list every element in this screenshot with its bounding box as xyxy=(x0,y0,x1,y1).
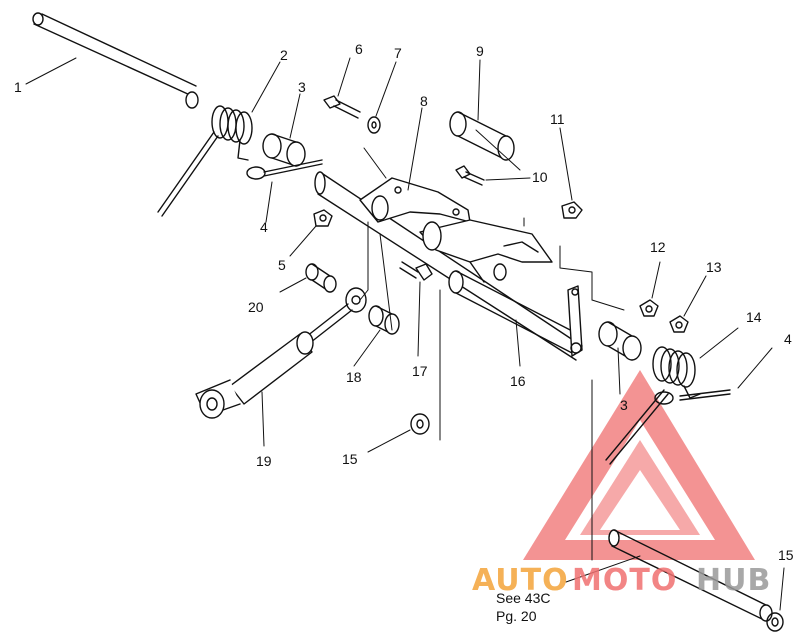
callout-9: 9 xyxy=(476,43,484,59)
pin-part-20 xyxy=(305,263,337,293)
callout-10: 10 xyxy=(532,169,548,185)
washer-part-7 xyxy=(367,116,381,134)
rod-part-1 xyxy=(32,12,199,109)
callout-leaders xyxy=(25,57,785,611)
callout-13: 13 xyxy=(706,259,722,275)
watermark-text: AUTO MOTO HUB xyxy=(472,563,771,598)
watermark-logo xyxy=(523,370,755,560)
callout-12: 12 xyxy=(650,239,666,255)
bushing-part-3-left xyxy=(262,133,306,167)
reference-note-line-1: See 43C xyxy=(496,590,550,606)
reference-note-line-2: Pg. 20 xyxy=(496,608,537,624)
watermark-hub: HUB xyxy=(696,563,771,598)
shock-absorber-part-19 xyxy=(195,287,367,419)
nut-part-13 xyxy=(669,315,689,333)
shaft-part-16 xyxy=(448,270,577,355)
bolt-part-17 xyxy=(399,261,433,281)
callout-17: 17 xyxy=(412,363,428,379)
watermark-moto: MOTO xyxy=(572,563,677,598)
callout-16: 16 xyxy=(510,373,526,389)
torsion-spring-part-14 xyxy=(605,346,701,465)
callout-1: 1 xyxy=(14,79,22,95)
screw-part-6 xyxy=(323,95,361,119)
bracket-part-8 xyxy=(359,177,471,223)
bushing-part-3-right xyxy=(598,321,642,361)
callout-11: 11 xyxy=(550,111,565,127)
callout-2: 2 xyxy=(280,47,288,63)
callout-14: 14 xyxy=(746,309,762,325)
screw-part-10 xyxy=(455,165,485,186)
callout-15b: 15 xyxy=(778,547,794,563)
callout-15a: 15 xyxy=(342,451,358,467)
nut-part-5 xyxy=(313,209,333,227)
logo-triangle-hole xyxy=(600,470,680,530)
callout-19: 19 xyxy=(256,453,272,469)
callout-5: 5 xyxy=(278,257,286,273)
link-arm xyxy=(567,285,583,357)
nut-part-11 xyxy=(561,201,583,219)
callout-4b: 4 xyxy=(784,331,792,347)
callout-4a: 4 xyxy=(260,219,268,235)
bolt-part-4-left xyxy=(246,159,323,180)
nut-part-12 xyxy=(639,299,659,317)
washer-part-15-center xyxy=(410,413,430,435)
assembly-guide-lines xyxy=(359,129,625,561)
callout-3a: 3 xyxy=(298,79,306,95)
callout-7: 7 xyxy=(394,45,402,61)
watermark-auto: AUTO xyxy=(472,563,569,598)
drawing-lines xyxy=(25,12,785,632)
callout-20: 20 xyxy=(248,299,264,315)
reference-note: See 43C Pg. 20 xyxy=(496,590,550,624)
callout-3b: 3 xyxy=(620,397,628,413)
callout-18: 18 xyxy=(346,369,362,385)
callout-6: 6 xyxy=(355,41,363,57)
cam-bracket xyxy=(419,219,553,283)
torsion-spring-part-2 xyxy=(157,105,253,217)
callout-8: 8 xyxy=(420,93,428,109)
washer-part-15-right xyxy=(766,612,784,632)
callout-labels: 1 2 3 4 5 6 7 8 9 10 11 12 13 14 4 3 15 … xyxy=(14,41,794,563)
bolt-part-4-right xyxy=(654,389,731,405)
bushing-part-18 xyxy=(368,305,400,335)
